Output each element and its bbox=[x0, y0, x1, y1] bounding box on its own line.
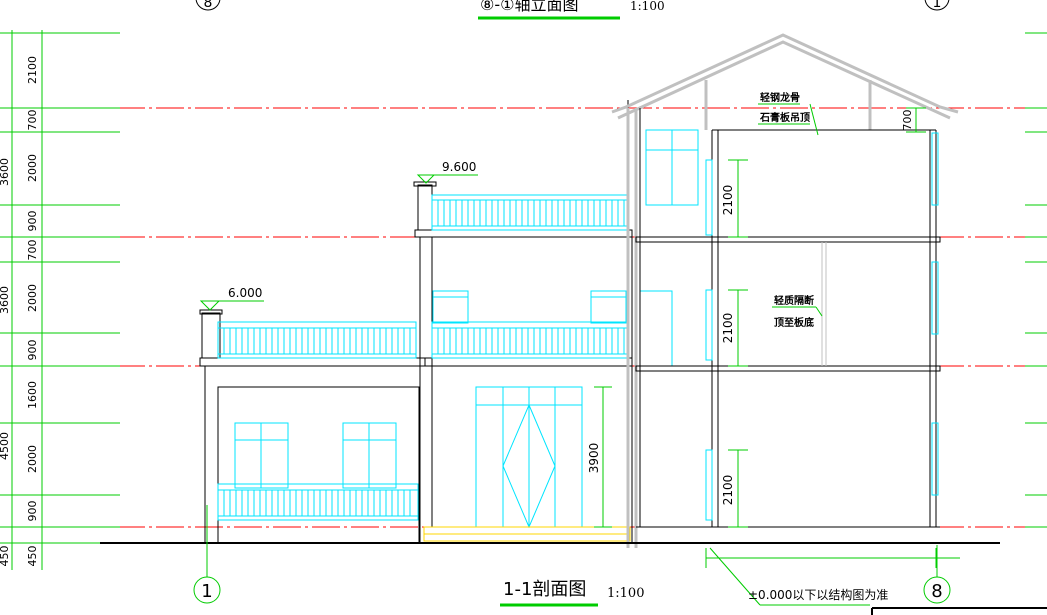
section-dim-h3: 2100 bbox=[721, 185, 735, 216]
dim-label: 2000 bbox=[26, 154, 39, 182]
dim-label: 1600 bbox=[26, 381, 39, 409]
axis-line-1: 1 bbox=[193, 505, 221, 604]
window-2f-b bbox=[590, 290, 627, 324]
axis-line-8: 8 bbox=[923, 545, 951, 604]
level-marker-terrace: 6.000 bbox=[199, 286, 264, 311]
bottom-title-scale: 1:100 bbox=[607, 586, 644, 601]
dim-label: 450 bbox=[0, 546, 11, 567]
axis-bubble-1-label: 1 bbox=[201, 581, 212, 602]
partition-note: 轻质隔断 顶至板底 bbox=[772, 294, 823, 329]
top-title-scale: 1:100 bbox=[630, 0, 665, 13]
railing-1f bbox=[217, 483, 419, 521]
dim-label: 3600 bbox=[0, 158, 11, 186]
level-value-roof: 9.600 bbox=[442, 160, 476, 174]
ceiling-note-line2: 石膏板吊顶 bbox=[759, 111, 810, 124]
railing-1f-balusters bbox=[223, 490, 411, 516]
door-2f bbox=[639, 290, 673, 367]
dim-label: 2100 bbox=[26, 56, 39, 84]
level-value-terrace: 6.000 bbox=[228, 286, 262, 300]
section-roof bbox=[611, 33, 959, 548]
elevation-glazing bbox=[217, 194, 673, 529]
level-marker-roof: 9.600 bbox=[416, 160, 478, 184]
railing-2f-left bbox=[217, 321, 417, 359]
left-dimension-labels: 2100 700 3600 2000 900 700 3600 2000 900… bbox=[0, 56, 39, 567]
dim-label: 900 bbox=[26, 211, 39, 232]
section-dimensions bbox=[705, 107, 960, 606]
railing-2f-left-balusters bbox=[223, 328, 411, 354]
bottom-title-text: 1-1剖面图 bbox=[503, 579, 586, 600]
axis-bubble-8-label: 8 bbox=[931, 581, 942, 602]
partition-note-line2: 顶至板底 bbox=[774, 316, 814, 329]
axis-bubble-top-right bbox=[924, 0, 950, 11]
door-height-label: 3900 bbox=[587, 443, 601, 474]
dim-label: 2000 bbox=[26, 284, 39, 312]
railing-2f-right-balusters bbox=[437, 328, 625, 354]
partition-note-line1: 轻质隔断 bbox=[774, 294, 814, 307]
section-glazing bbox=[645, 129, 939, 521]
section-dim-h2: 2100 bbox=[721, 313, 735, 344]
window-2f-a bbox=[432, 290, 469, 324]
level-grid-lines bbox=[0, 107, 1047, 528]
dim-label: 450 bbox=[26, 546, 39, 567]
bottom-title-block: 1-1剖面图 1:100 bbox=[500, 579, 644, 607]
axis-bubble-top-left bbox=[195, 0, 221, 11]
ceiling-note-line1: 轻钢龙骨 bbox=[760, 91, 800, 104]
dim-label: 3600 bbox=[0, 286, 11, 314]
dim-label: 4500 bbox=[0, 432, 11, 460]
structure-note: ±0.000以下以结构图为准 bbox=[748, 587, 888, 602]
dim-label: 700 bbox=[26, 110, 39, 131]
top-title-text: ⑧-①轴立面图 bbox=[480, 0, 578, 14]
top-title-block: 8 ⑧-①轴立面图 1:100 1 bbox=[195, 0, 950, 20]
railing-2f-right bbox=[431, 321, 629, 359]
dim-label: 700 bbox=[26, 240, 39, 261]
dim-label: 2000 bbox=[26, 445, 39, 473]
dim-label: 900 bbox=[26, 501, 39, 522]
section-dim-h1: 2100 bbox=[721, 475, 735, 506]
dim-label: 900 bbox=[26, 340, 39, 361]
ceiling-note: 轻钢龙骨 石膏板吊顶 bbox=[758, 91, 819, 136]
door-height-dimension bbox=[594, 386, 612, 528]
axis-bubble-top-left-label: 8 bbox=[204, 0, 213, 11]
section-dim-eave: 700 bbox=[901, 110, 914, 131]
railing-top-balusters bbox=[437, 200, 625, 226]
axis-bubble-top-right-label: 1 bbox=[933, 0, 942, 11]
left-dimension-chain bbox=[0, 30, 1047, 570]
